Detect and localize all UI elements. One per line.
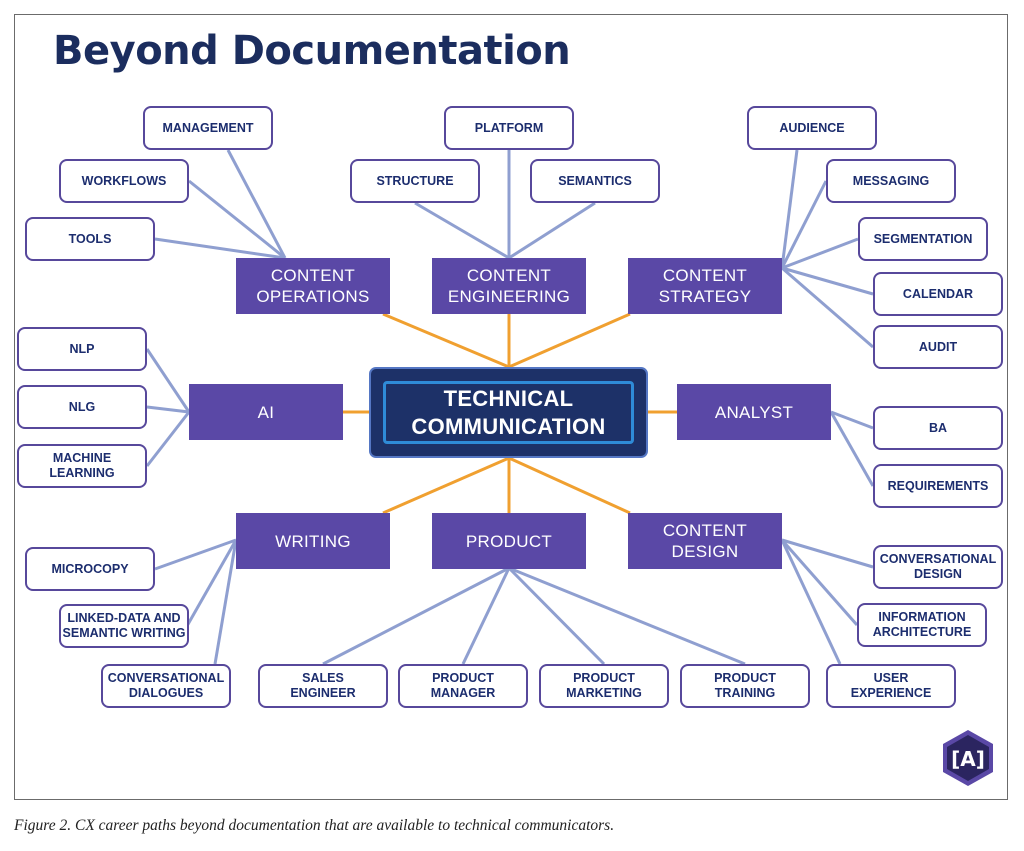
hub-ai: AI	[189, 384, 343, 440]
hub-content-strategy: CONTENT STRATEGY	[628, 258, 782, 314]
leaf-platform: PLATFORM	[444, 106, 574, 150]
leaf-product-training: PRODUCT TRAINING	[680, 664, 810, 708]
leaf-sales-engineer: SALES ENGINEER	[258, 664, 388, 708]
leaf-product-manager: PRODUCT MANAGER	[398, 664, 528, 708]
leaf-user-experience: USER EXPERIENCE	[826, 664, 956, 708]
page-title: Beyond Documentation	[53, 28, 571, 74]
leaf-conversational-design: CONVERSATIONAL DESIGN	[873, 545, 1003, 589]
logo-text: [A]	[951, 747, 985, 771]
leaf-calendar: CALENDAR	[873, 272, 1003, 316]
leaf-nlp: NLP	[17, 327, 147, 371]
leaf-audit: AUDIT	[873, 325, 1003, 369]
leaf-conversational-dialogues: CONVERSATIONAL DIALOGUES	[101, 664, 231, 708]
leaf-audience: AUDIENCE	[747, 106, 877, 150]
hub-analyst: ANALYST	[677, 384, 831, 440]
brand-logo-icon: [A]	[943, 730, 993, 786]
leaf-semantics: SEMANTICS	[530, 159, 660, 203]
center-node-label: TECHNICAL COMMUNICATION	[383, 381, 634, 444]
leaf-segmentation: SEGMENTATION	[858, 217, 988, 261]
leaf-tools: TOOLS	[25, 217, 155, 261]
leaf-nlg: NLG	[17, 385, 147, 429]
hub-content-operations: CONTENT OPERATIONS	[236, 258, 390, 314]
leaf-structure: STRUCTURE	[350, 159, 480, 203]
hub-product: PRODUCT	[432, 513, 586, 569]
leaf-requirements: REQUIREMENTS	[873, 464, 1003, 508]
hub-content-design: CONTENT DESIGN	[628, 513, 782, 569]
leaf-product-marketing: PRODUCT MARKETING	[539, 664, 669, 708]
leaf-workflows: WORKFLOWS	[59, 159, 189, 203]
leaf-ba: BA	[873, 406, 1003, 450]
figure-caption: Figure 2. CX career paths beyond documen…	[14, 817, 615, 834]
leaf-messaging: MESSAGING	[826, 159, 956, 203]
leaf-machine-learning: MACHINE LEARNING	[17, 444, 147, 488]
leaf-information-architecture: INFORMATION ARCHITECTURE	[857, 603, 987, 647]
leaf-linked-data: LINKED-DATA AND SEMANTIC WRITING	[59, 604, 189, 648]
leaf-microcopy: MICROCOPY	[25, 547, 155, 591]
leaf-management: MANAGEMENT	[143, 106, 273, 150]
hub-writing: WRITING	[236, 513, 390, 569]
center-node-technical-communication: TECHNICAL COMMUNICATION	[369, 367, 648, 458]
hub-content-engineering: CONTENT ENGINEERING	[432, 258, 586, 314]
